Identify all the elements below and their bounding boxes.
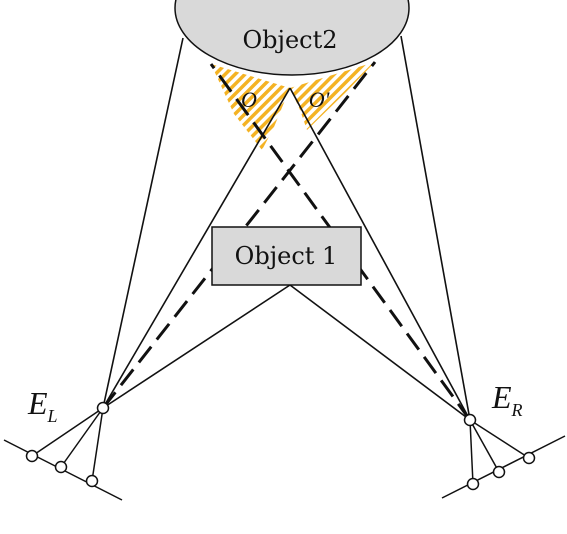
object1-label: Object 1 <box>235 242 338 270</box>
right-eye-lens <box>463 413 477 427</box>
region-o-prime-hatched <box>290 62 375 130</box>
right-eye <box>441 413 566 499</box>
solid-sight-lines <box>102 35 471 421</box>
left-retina-point-2 <box>54 460 68 474</box>
object2-shape <box>174 0 410 76</box>
object1-shape <box>211 226 362 286</box>
right-retina-point-1 <box>466 477 480 491</box>
left-eye-label: EL <box>27 385 58 426</box>
right-retina-point-2 <box>492 465 506 479</box>
left-eye <box>3 401 123 501</box>
region-o-prime-label: O' <box>309 87 330 112</box>
left-eye-lens <box>96 401 110 415</box>
right-retina-point-3 <box>522 451 536 465</box>
region-o-hatched <box>211 64 290 150</box>
left-retina-point-3 <box>85 474 99 488</box>
region-o-label: O <box>241 87 257 112</box>
left-retina-point-1 <box>25 449 39 463</box>
object2-label: Object2 <box>242 26 337 54</box>
right-eye-label: ER <box>491 379 523 420</box>
